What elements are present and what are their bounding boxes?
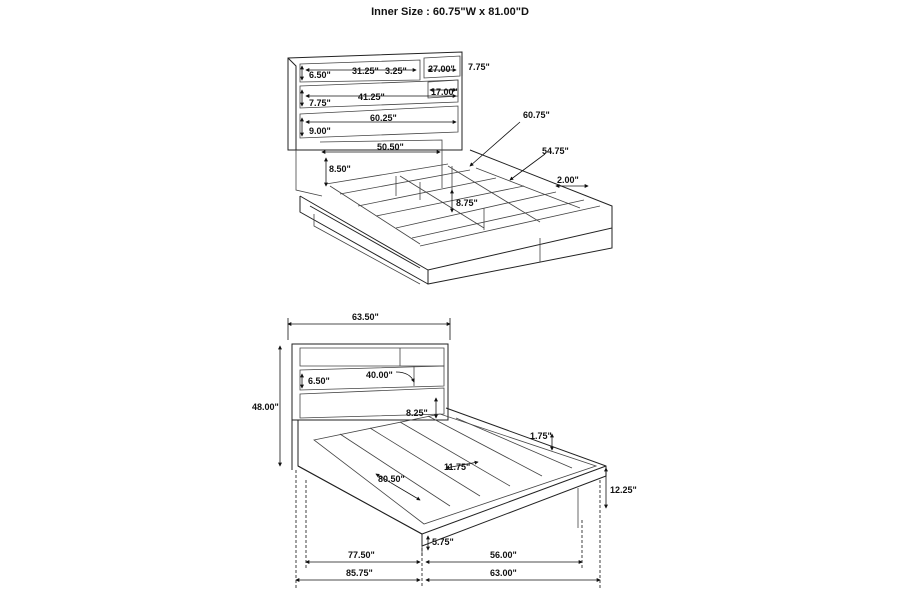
dim-label: 85.75"	[346, 568, 373, 578]
dim-label: 7.75"	[468, 62, 490, 72]
dim-label: 5.75"	[432, 537, 454, 547]
dim-label: 54.75"	[542, 146, 569, 156]
dim-label: 80.50"	[378, 474, 405, 484]
dim-label: 2.00"	[557, 175, 579, 185]
dim-label: 6.50"	[309, 70, 331, 80]
dim-label: 8.25"	[406, 408, 428, 418]
dim-label: 40.00"	[366, 370, 393, 380]
dim-label: 11.75"	[444, 462, 470, 472]
dim-label: 7.75"	[309, 98, 331, 108]
dim-label: 27.00"	[428, 64, 455, 74]
bottom-dimension-lines	[278, 318, 608, 588]
dim-label: 60.25"	[370, 113, 397, 123]
dim-label: 3.25"	[385, 66, 407, 76]
dim-label: 9.00"	[309, 126, 331, 136]
dim-label: 48.00"	[252, 402, 279, 412]
dim-label: 60.75"	[523, 110, 550, 120]
dim-label: 63.50"	[352, 312, 379, 322]
dim-label: 8.75"	[456, 198, 478, 208]
dim-label: 63.00"	[490, 568, 517, 578]
dim-label: 1.75"	[530, 431, 552, 441]
dim-label: 50.50"	[377, 142, 404, 152]
dim-label: 17.00"	[431, 87, 458, 97]
dim-label: 77.50"	[348, 550, 375, 560]
page-title: Inner Size : 60.75"W x 81.00"D	[371, 6, 529, 18]
dim-label: 56.00"	[490, 550, 517, 560]
dim-label: 8.50"	[329, 164, 351, 174]
top-dimension-lines	[300, 56, 589, 213]
dim-label: 6.50"	[308, 376, 330, 386]
dim-label: 31.25"	[352, 66, 379, 76]
bottom-bed-drawing	[291, 343, 607, 556]
dim-label: 12.25"	[610, 485, 637, 495]
dim-label: 41.25"	[358, 92, 385, 102]
top-dimension-labels: 6.50" 31.25" 3.25" 27.00" 7.75" 41.25" 1…	[309, 62, 579, 208]
bottom-dimension-labels: 63.50" 48.00" 6.50" 40.00" 8.25" 1.75" 1…	[252, 312, 637, 578]
